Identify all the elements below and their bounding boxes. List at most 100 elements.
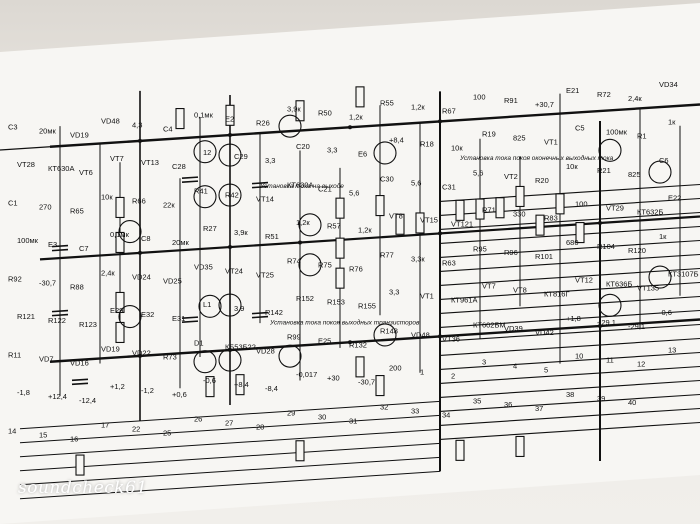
component-label: 15 xyxy=(39,430,47,439)
component-label: 12 xyxy=(203,148,211,157)
transistor-symbol xyxy=(298,253,322,277)
transistor-symbol xyxy=(598,138,622,162)
transistor-symbol xyxy=(218,143,242,167)
component-label: 4 xyxy=(513,362,517,371)
component-label: 200 xyxy=(389,364,402,373)
component-label: R91 xyxy=(504,96,518,105)
component-label: 12 xyxy=(637,360,645,369)
component-label: C20 xyxy=(296,142,310,151)
component-label: VT14 xyxy=(256,194,274,203)
bus-line xyxy=(439,393,700,412)
component-label: R152 xyxy=(296,294,314,303)
transistor-symbol xyxy=(218,293,242,317)
component-label: C5 xyxy=(575,124,585,133)
transistor-symbol xyxy=(373,323,397,347)
bus-line xyxy=(439,323,700,342)
resistor-symbol xyxy=(535,214,545,236)
transistor-symbol xyxy=(193,185,217,209)
component-label: 36 xyxy=(504,400,512,409)
bus-line xyxy=(19,456,441,486)
bus-line xyxy=(19,400,441,430)
component-label: -30,7 xyxy=(39,278,56,287)
junction-dot xyxy=(348,340,352,345)
component-label: R72 xyxy=(597,90,611,99)
component-label: -8,4 xyxy=(265,384,278,393)
component-label: C30 xyxy=(380,174,394,183)
transistor-symbol xyxy=(198,294,222,318)
annotation-note: Установка тока на выходе xyxy=(259,182,344,190)
component-label: R153 xyxy=(327,298,345,307)
component-label: 34 xyxy=(442,410,450,419)
component-label: 3,9к xyxy=(287,104,301,113)
junction-dot xyxy=(348,125,352,130)
component-label: 3,3к xyxy=(411,254,425,263)
component-label: 0,1мк xyxy=(194,110,214,119)
component-label: 0,1мк xyxy=(110,230,130,239)
resistor-symbol xyxy=(235,374,245,396)
junction-dot xyxy=(228,348,232,353)
component-label: 26 xyxy=(194,414,202,423)
component-label: VT15 xyxy=(420,216,438,225)
component-label: VD35 xyxy=(194,262,213,271)
component-label: R51 xyxy=(265,232,279,241)
junction-dot xyxy=(438,334,442,339)
component-label: VD22 xyxy=(132,348,151,357)
bus-line xyxy=(439,337,700,356)
resistor-symbol xyxy=(75,454,85,476)
component-label: 29 xyxy=(287,408,295,417)
resistor-symbol xyxy=(575,222,585,244)
capacitor-plate xyxy=(51,313,69,317)
bus-line xyxy=(439,239,700,258)
component-label: VT36 xyxy=(442,334,460,343)
component-label: E6 xyxy=(358,150,367,159)
resistor-symbol xyxy=(295,440,305,462)
component-label: E32 xyxy=(141,310,154,319)
component-label: 14 xyxy=(8,426,16,435)
capacitor-plate xyxy=(251,181,269,185)
component-label: C3 xyxy=(8,122,18,131)
capacitor-plate xyxy=(51,244,69,248)
component-label: VT121 xyxy=(451,220,473,229)
resistor-symbol xyxy=(225,104,235,126)
junction-dot xyxy=(598,221,602,225)
component-label: -0,017 xyxy=(296,370,317,379)
component-label: VD25 xyxy=(163,276,182,285)
junction-dot xyxy=(138,353,142,358)
component-label: R148 xyxy=(380,326,398,335)
transistor-symbol xyxy=(278,114,302,138)
bus-line xyxy=(439,211,700,230)
component-label: VD48 xyxy=(101,116,120,125)
component-label: R121 xyxy=(17,312,35,321)
component-label: D1 xyxy=(194,338,204,347)
component-label: 3,9к xyxy=(234,228,248,237)
component-label: R123 xyxy=(79,320,97,329)
component-label: 3,9 xyxy=(234,304,244,313)
junction-dot xyxy=(138,250,142,255)
component-label: R57 xyxy=(327,222,341,231)
junction-dot xyxy=(138,138,142,143)
component-label: 100 xyxy=(575,200,588,209)
component-label: VT7 xyxy=(482,282,496,291)
watermark: soundcheck61 xyxy=(18,478,148,498)
component-label: 40 xyxy=(628,398,636,407)
component-label: R65 xyxy=(70,206,84,215)
component-label: 16 xyxy=(70,434,78,443)
component-label: R92 xyxy=(8,274,22,283)
component-label: E31 xyxy=(172,314,185,323)
component-label: +0,6 xyxy=(172,390,187,399)
component-label: VD7 xyxy=(39,354,54,363)
capacitor-plate xyxy=(251,185,269,189)
component-label: VT1 xyxy=(420,292,434,301)
capacitor-plate xyxy=(51,248,69,252)
bus-line xyxy=(439,295,700,314)
component-label: КБ53Б22 xyxy=(225,342,256,351)
component-label: R122 xyxy=(48,316,66,325)
resistor-symbol xyxy=(335,267,345,289)
component-label: R120 xyxy=(628,246,646,255)
component-label: 17 xyxy=(101,420,109,429)
component-label: КТ636Б xyxy=(606,280,632,289)
component-label: R132 xyxy=(349,340,367,349)
component-label: VT24 xyxy=(225,266,243,275)
component-label: VT8 xyxy=(513,286,527,295)
component-label: 680 xyxy=(566,238,579,247)
